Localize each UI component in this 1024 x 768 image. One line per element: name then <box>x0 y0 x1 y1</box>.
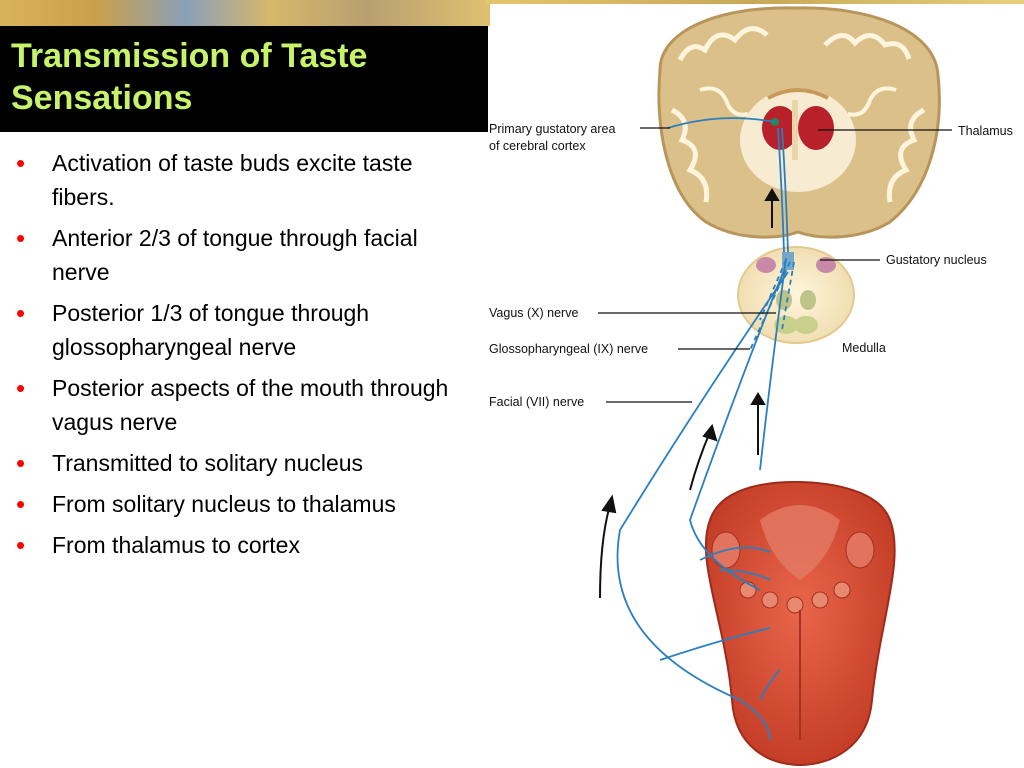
direction-arrows <box>599 188 780 599</box>
bullet-text: Activation of taste buds excite taste fi… <box>52 150 413 210</box>
label-cortex-line2: of cerebral cortex <box>489 139 586 153</box>
bullet-item: • Posterior aspects of the mouth through … <box>0 371 470 439</box>
bullet-item: • Transmitted to solitary nucleus <box>0 446 470 480</box>
label-facial-nerve: Facial (VII) nerve <box>489 395 584 409</box>
bullet-item: • Activation of taste buds excite taste f… <box>0 146 470 214</box>
label-gustatory-nucleus: Gustatory nucleus <box>886 253 987 267</box>
bullet-icon: • <box>16 448 26 478</box>
bullet-icon: • <box>16 373 26 403</box>
nerve-fibers <box>616 117 795 741</box>
leader-lines <box>598 127 952 403</box>
bullet-text: Posterior aspects of the mouth through v… <box>52 375 449 435</box>
label-thalamus: Thalamus <box>958 124 1013 138</box>
bullet-item: • Posterior 1/3 of tongue through glossop… <box>0 296 470 364</box>
label-medulla: Medulla <box>842 341 886 355</box>
bullet-list: • Activation of taste buds excite taste f… <box>0 146 470 569</box>
medulla-section <box>737 246 855 344</box>
label-vagus-nerve: Vagus (X) nerve <box>489 306 578 320</box>
slide-title: Transmission of Taste Sensations <box>11 37 368 117</box>
title-bar <box>0 26 488 132</box>
tongue <box>704 480 896 767</box>
bullet-icon: • <box>16 530 26 560</box>
label-glossopharyngeal-nerve: Glossopharyngeal (IX) nerve <box>489 342 648 356</box>
bullet-text: Transmitted to solitary nucleus <box>52 450 364 476</box>
bullet-text: Posterior 1/3 of tongue through glossoph… <box>52 300 370 360</box>
bullet-item: • From thalamus to cortex <box>0 528 470 562</box>
brain-coronal-section <box>657 6 941 239</box>
bullet-icon: • <box>16 223 26 253</box>
label-cortex-line1: Primary gustatory area <box>489 122 615 136</box>
bullet-text: From solitary nucleus to thalamus <box>52 491 396 517</box>
bullet-icon: • <box>16 489 26 519</box>
bullet-icon: • <box>16 298 26 328</box>
right-thalamus <box>798 106 834 150</box>
header-decoration-strip <box>0 0 490 26</box>
bullet-text: From thalamus to cortex <box>52 532 300 558</box>
bullet-item: • From solitary nucleus to thalamus <box>0 487 470 521</box>
bullet-icon: • <box>16 148 26 178</box>
left-thalamus <box>762 106 798 150</box>
header-decoration-strip-right <box>486 0 1024 4</box>
bullet-text: Anterior 2/3 of tongue through facial ne… <box>52 225 418 285</box>
bullet-item: • Anterior 2/3 of tongue through facial n… <box>0 221 470 289</box>
